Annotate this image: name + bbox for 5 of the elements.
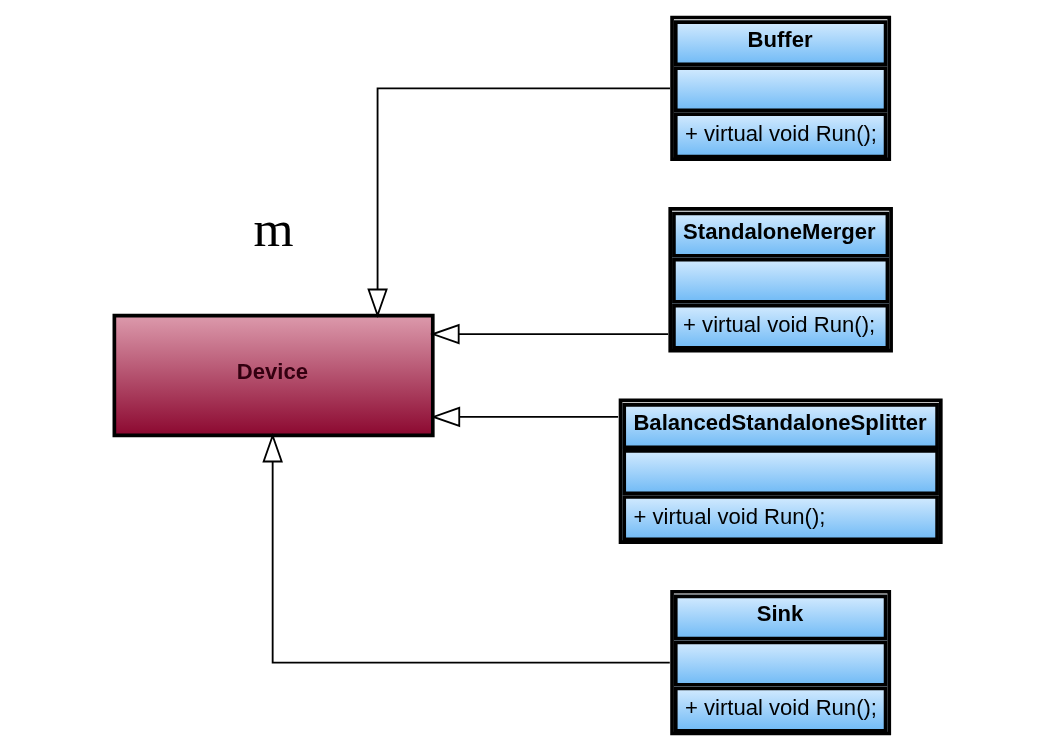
arrow [261,432,671,664]
arrow [366,87,671,319]
arrow [429,323,669,345]
label: m [253,200,294,258]
node-box: Device [112,313,435,438]
